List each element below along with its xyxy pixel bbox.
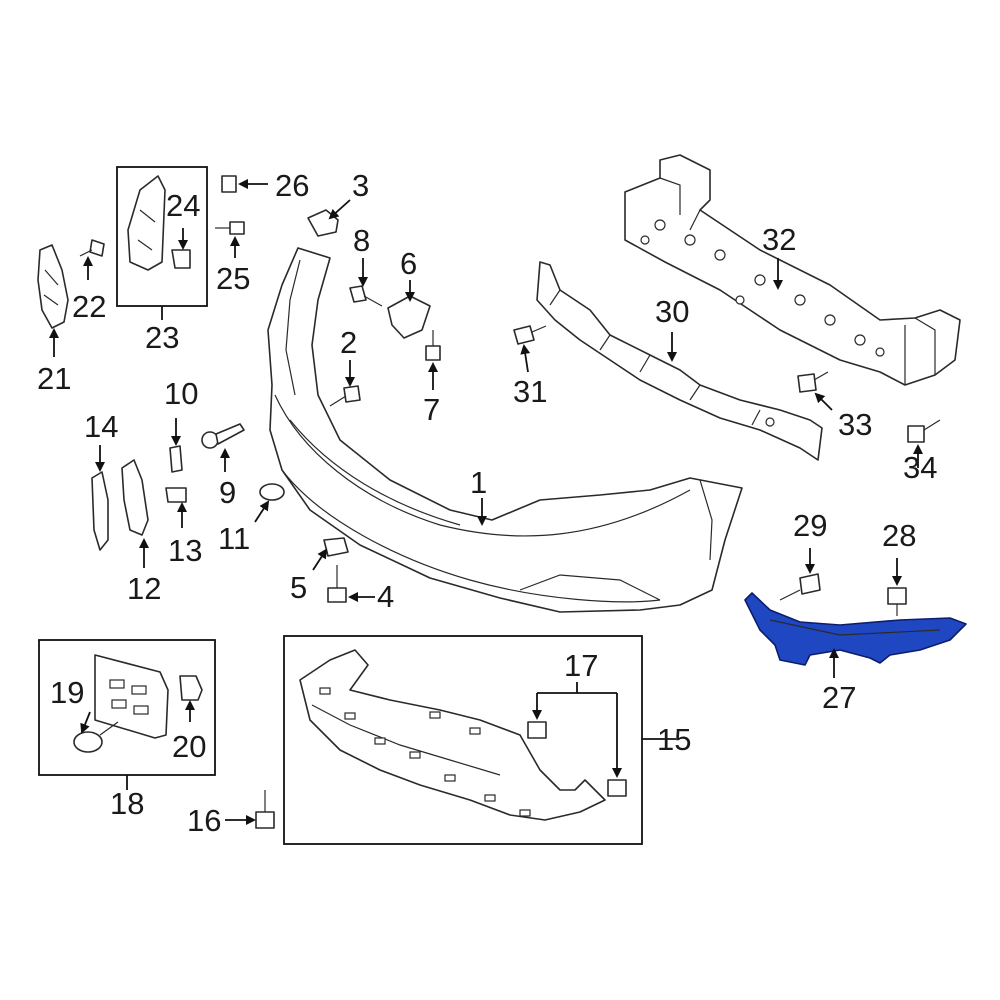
pin-part-26[interactable] (221, 175, 237, 193)
clip-part-17a[interactable] (527, 721, 547, 739)
bolt-part-34[interactable] (907, 419, 941, 443)
license-bracket-part[interactable] (94, 654, 169, 739)
callout-12: 12 (127, 571, 161, 606)
callout-33: 33 (838, 407, 872, 442)
callout-10: 10 (164, 376, 198, 411)
clip-part-13[interactable] (165, 487, 187, 503)
callout-9: 9 (219, 475, 236, 510)
callout-1: 1 (470, 465, 487, 500)
callout-23: 23 (145, 320, 179, 355)
nut-part-5[interactable] (323, 537, 349, 557)
clip-part-17b[interactable] (607, 779, 627, 797)
callout-17: 17 (564, 648, 598, 683)
undercover-part[interactable] (299, 649, 606, 821)
callout-2: 2 (340, 325, 357, 360)
callout-16: 16 (187, 803, 221, 838)
callout-28: 28 (882, 518, 916, 553)
callout-26: 26 (275, 168, 309, 203)
bumper-cover-part[interactable] (267, 247, 743, 613)
callout-13: 13 (168, 533, 202, 568)
guide-part-12[interactable] (121, 459, 149, 536)
callout-24: 24 (166, 188, 200, 223)
side-bracket-part-23[interactable] (127, 175, 166, 271)
callout-32: 32 (762, 222, 796, 257)
bracket-part-21[interactable] (37, 244, 69, 329)
callout-19: 19 (50, 675, 84, 710)
bolt-part-22[interactable] (79, 239, 105, 257)
bolt-part-28[interactable] (887, 587, 907, 616)
bracket-part-6[interactable] (387, 295, 431, 339)
callout-29: 29 (793, 508, 827, 543)
bolt-part-4[interactable] (327, 565, 347, 603)
callout-31: 31 (513, 374, 547, 409)
callout-25: 25 (216, 261, 250, 296)
retainer-part-11[interactable] (259, 483, 285, 501)
callout-7: 7 (423, 392, 440, 427)
clip-part-24[interactable] (171, 249, 191, 269)
bumper-bracket-part[interactable] (744, 592, 967, 666)
guide-part-14[interactable] (91, 471, 109, 551)
callout-21: 21 (37, 361, 71, 396)
callout-11: 11 (218, 521, 250, 556)
callout-4: 4 (377, 579, 394, 614)
clip-part-20[interactable] (179, 675, 203, 701)
bolt-part-2[interactable] (329, 385, 361, 407)
callout-8: 8 (353, 223, 370, 258)
callout-34: 34 (903, 450, 937, 485)
callout-3: 3 (352, 168, 369, 203)
reinforcement-bar-part[interactable] (624, 154, 961, 386)
bolt-part-16[interactable] (255, 790, 275, 829)
group-box-15 (283, 635, 643, 845)
clip-part-10[interactable] (169, 445, 183, 473)
bolt-part-25[interactable] (215, 221, 245, 235)
bolt-part-33[interactable] (797, 371, 829, 393)
energy-absorber-part[interactable] (536, 261, 823, 461)
screw-part-19[interactable] (73, 721, 119, 753)
bolt-part-29[interactable] (779, 573, 821, 601)
bolt-part-7[interactable] (425, 330, 441, 361)
callout-20: 20 (172, 729, 206, 764)
callout-22: 22 (72, 289, 106, 324)
bolt-part-8[interactable] (349, 285, 383, 307)
callout-14: 14 (84, 409, 118, 444)
callout-30: 30 (655, 294, 689, 329)
callout-5: 5 (290, 570, 307, 605)
callout-18: 18 (110, 786, 144, 821)
callout-6: 6 (400, 246, 417, 281)
callout-15: 15 (657, 722, 691, 757)
callout-27: 27 (822, 680, 856, 715)
bolt-part-31[interactable] (513, 325, 547, 345)
cable-part-9[interactable] (201, 423, 245, 449)
